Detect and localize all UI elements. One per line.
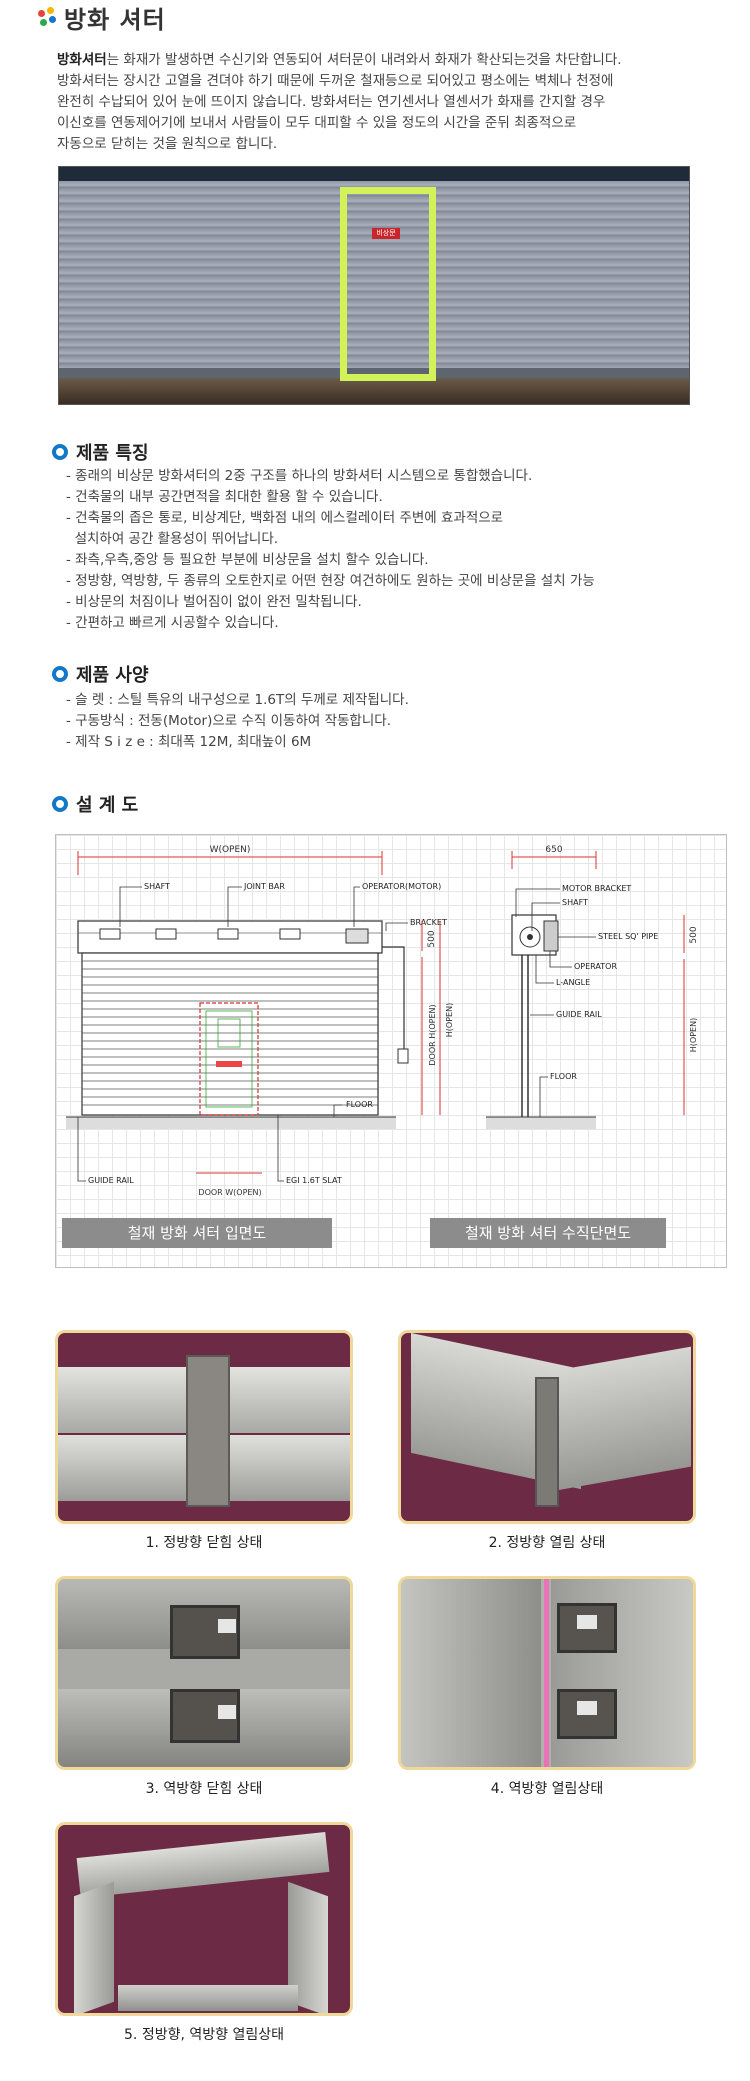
photo-reverse-closed <box>55 1576 353 1770</box>
list-item: - 종래의 비상문 방화셔터의 2중 구조를 하나의 방화셔터 시스템으로 통합… <box>66 468 533 484</box>
list-item: - 구동방식 : 전동(Motor)으로 수직 이동하여 작동합니다. <box>66 713 391 729</box>
features-list: - 종래의 비상문 방화셔터의 2중 구조를 하나의 방화셔터 시스템으로 통합… <box>66 466 595 634</box>
side-shaft-label: SHAFT <box>562 898 588 907</box>
floor-label: FLOOR <box>346 1100 373 1109</box>
blueprint-svg: W(OPEN) SHAFT JOINT BAR OPERATOR(MOTOR) … <box>66 845 699 1197</box>
joint-bar-label: JOINT BAR <box>243 882 285 891</box>
w-open-label: W(OPEN) <box>210 845 251 855</box>
list-item: - 슬 렛 : 스틸 특유의 내구성으로 1.6T의 두께로 제작됩니다. <box>66 692 409 708</box>
blueprint-drawing: W(OPEN) SHAFT JOINT BAR OPERATOR(MOTOR) … <box>55 834 727 1268</box>
page-title: 방화 셔터 <box>64 5 166 34</box>
list-item: - 제작 S i z e : 최대폭 12M, 최대높이 6M <box>66 734 312 750</box>
bullet-ring-icon <box>52 796 68 812</box>
side-guide-rail-label: GUIDE RAIL <box>556 1010 602 1019</box>
specs-list: - 슬 렛 : 스틸 특유의 내구성으로 1.6T의 두께로 제작됩니다. - … <box>66 690 409 753</box>
steel-pipe-label: STEEL SQ' PIPE <box>598 932 658 941</box>
dim-650-label: 650 <box>545 845 562 855</box>
specs-title: 제품 사양 <box>76 665 149 686</box>
list-item: - 비상문의 처짐이나 벌어짐이 없이 완전 밀착됩니다. <box>66 594 362 610</box>
intro-line-4: 이신호를 연동제어기에 보내서 사람들이 모두 대피할 수 있을 정도의 시간을… <box>57 115 577 131</box>
intro-line-3: 완전히 수납되어 있어 눈에 뜨이지 않습니다. 방화셔터는 연기센서나 열센서… <box>57 94 606 110</box>
bracket-label: BRACKET <box>410 918 447 927</box>
photo-caption-5: 5. 정방향, 역방향 열림상태 <box>124 2027 284 2043</box>
photo-reverse-open <box>398 1576 696 1770</box>
shutter-slats <box>81 952 379 1116</box>
h-open-label: H(OPEN) <box>445 1003 454 1037</box>
door-w-label: DOOR W(OPEN) <box>198 1188 261 1197</box>
side-operator-label: OPERATOR <box>574 962 617 971</box>
front-elevation-caption: 철재 방화 셔터 입면도 <box>62 1218 332 1248</box>
page-header: 방화 셔터 <box>38 2 166 34</box>
photo-caption-4: 4. 역방향 열림상태 <box>490 1781 604 1797</box>
specs-heading: 제품 사양 <box>52 662 149 686</box>
slat-label: EGI 1.6T SLAT <box>286 1176 342 1185</box>
intro-paragraph: 방화셔터는 화재가 발생하면 수신기와 연동되어 셔터문이 내려와서 화재가 확… <box>57 50 697 155</box>
intro-line-1: 방화셔터는 화재가 발생하면 수신기와 연동되어 셔터문이 내려와서 화재가 확… <box>57 52 622 68</box>
l-angle-label: L-ANGLE <box>556 978 590 987</box>
operator-label: OPERATOR(MOTOR) <box>362 882 441 891</box>
side-h-open-label: H(OPEN) <box>689 1018 698 1052</box>
side-dim-500-label: 500 <box>689 926 699 943</box>
emergency-door-sign: 비상문 <box>372 228 400 239</box>
photo-caption-3: 3. 역방향 닫힘 상태 <box>145 1781 263 1797</box>
fire-shutter-photo: 비상문 <box>58 166 690 405</box>
features-title: 제품 특징 <box>76 443 149 464</box>
intro-brand: 방화셔터 <box>57 52 107 68</box>
photo-caption-1: 1. 정방향 닫힘 상태 <box>145 1535 263 1551</box>
colored-dots-icon <box>38 7 58 27</box>
door-h-label: DOOR H(OPEN) <box>428 1004 437 1065</box>
emergency-door-frame <box>340 187 436 381</box>
photo-forward-open <box>398 1330 696 1524</box>
bullet-ring-icon <box>52 444 68 460</box>
list-item: - 건축물의 좁은 통로, 비상계단, 백화점 내의 에스컬레이터 주변에 효과… <box>66 510 504 526</box>
design-heading: 설 계 도 <box>52 792 138 816</box>
list-item: - 좌측,우측,중앙 등 필요한 부분에 비상문을 설치 할수 있습니다. <box>66 552 429 568</box>
list-item: 설치하여 공간 활용성이 뛰어납니다. <box>66 531 279 547</box>
features-heading: 제품 특징 <box>52 440 149 464</box>
list-item: - 정방향, 역방향, 두 종류의 오토한지로 어떤 현장 여건하에도 원하는 … <box>66 573 595 589</box>
photo-caption-2: 2. 정방향 열림 상태 <box>488 1535 606 1551</box>
design-title: 설 계 도 <box>76 795 139 816</box>
photo-forward-closed <box>55 1330 353 1524</box>
intro-line-2: 방화셔터는 장시간 고열을 견뎌야 하기 때문에 두꺼운 철재등으로 되어있고 … <box>57 73 614 89</box>
dim-500-label: 500 <box>427 930 437 947</box>
list-item: - 간편하고 빠르게 시공할수 있습니다. <box>66 615 279 631</box>
guide-rail-label: GUIDE RAIL <box>88 1176 134 1185</box>
bullet-ring-icon <box>52 666 68 682</box>
side-section-caption: 철재 방화 셔터 수직단면도 <box>430 1218 666 1248</box>
list-item: - 건축물의 내부 공간면적을 최대한 활용 할 수 있습니다. <box>66 489 383 505</box>
photo-both-open <box>55 1822 353 2016</box>
motor-bracket-label: MOTOR BRACKET <box>562 884 631 893</box>
shaft-label: SHAFT <box>144 882 170 891</box>
intro-line-5: 자동으로 닫히는 것을 원칙으로 합니다. <box>57 136 278 152</box>
side-floor-label: FLOOR <box>550 1072 577 1081</box>
